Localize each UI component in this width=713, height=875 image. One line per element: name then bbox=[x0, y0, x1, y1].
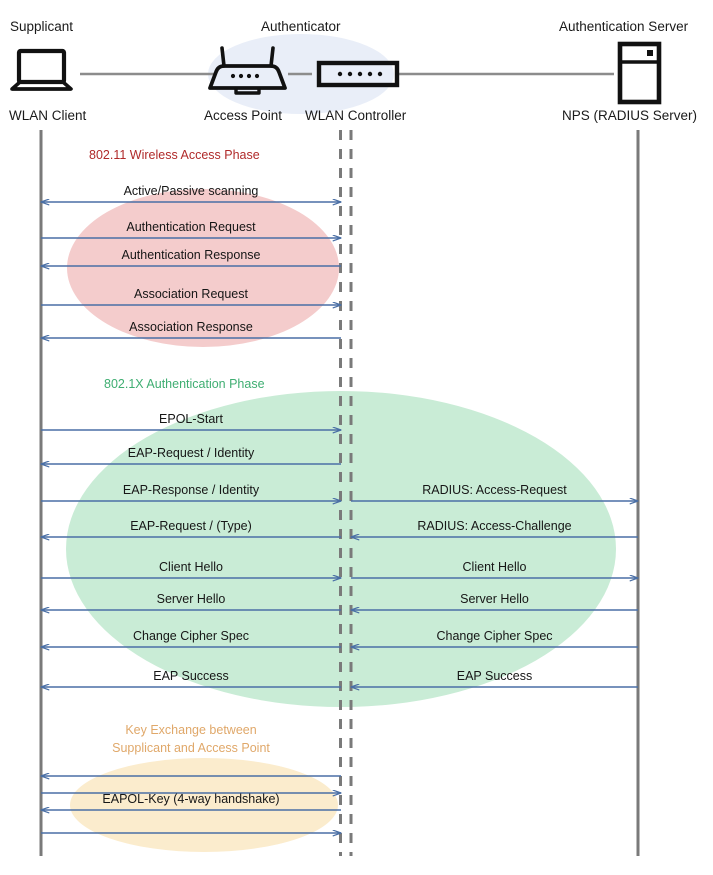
message-label: EPOL-Start bbox=[159, 412, 223, 426]
actor-role-supplicant: Supplicant bbox=[10, 19, 74, 34]
phase-label-key-exchange-line2: Supplicant and Access Point bbox=[112, 741, 270, 755]
laptop-icon bbox=[10, 48, 73, 91]
actor-device-wlan-controller: WLAN Controller bbox=[305, 108, 407, 123]
message-label: Association Request bbox=[134, 287, 248, 301]
message-label: Server Hello bbox=[156, 592, 226, 606]
message-label: Server Hello bbox=[460, 592, 529, 606]
message-label: EAPOL-Key (4-way handshake) bbox=[102, 792, 280, 806]
message-label: Client Hello bbox=[462, 560, 527, 574]
message-label: EAP Success bbox=[153, 669, 229, 683]
wireless-access-point-icon bbox=[208, 46, 287, 95]
actor-device-nps-radius-server: NPS (RADIUS Server) bbox=[562, 108, 698, 123]
message-label: EAP-Response / Identity bbox=[122, 483, 260, 497]
network-switch-icon bbox=[316, 60, 400, 88]
key-exchange-phase-ellipse bbox=[70, 758, 338, 852]
message-label: Active/Passive scanning bbox=[123, 184, 259, 198]
message-label: Association Response bbox=[129, 320, 253, 334]
phase-label-wireless-access: 802.11 Wireless Access Phase bbox=[89, 148, 260, 162]
actor-role-authentication-server: Authentication Server bbox=[559, 19, 689, 34]
message-label: Change Cipher Spec bbox=[436, 629, 553, 643]
message-label: Change Cipher Spec bbox=[132, 629, 250, 643]
server-tower-icon bbox=[617, 41, 662, 105]
phase-label-dot1x-authentication: 802.1X Authentication Phase bbox=[104, 377, 265, 391]
message-label: Client Hello bbox=[159, 560, 223, 574]
message-label: Authentication Response bbox=[121, 248, 261, 262]
message-label: RADIUS: Access-Request bbox=[422, 483, 567, 497]
message-arrow-layer bbox=[41, 202, 638, 833]
message-label: EAP-Request / Identity bbox=[127, 446, 255, 460]
message-label: EAP Success bbox=[456, 669, 533, 683]
wireless-access-phase-ellipse bbox=[67, 189, 339, 347]
message-label: Authentication Request bbox=[126, 220, 256, 234]
message-label: RADIUS: Access-Challenge bbox=[417, 519, 572, 533]
actor-device-access-point: Access Point bbox=[204, 108, 283, 123]
phase-label-key-exchange-line1: Key Exchange between bbox=[125, 723, 257, 737]
actor-device-wlan-client: WLAN Client bbox=[9, 108, 87, 123]
message-label: EAP-Request / (Type) bbox=[130, 519, 252, 533]
actor-role-authenticator: Authenticator bbox=[261, 19, 341, 34]
